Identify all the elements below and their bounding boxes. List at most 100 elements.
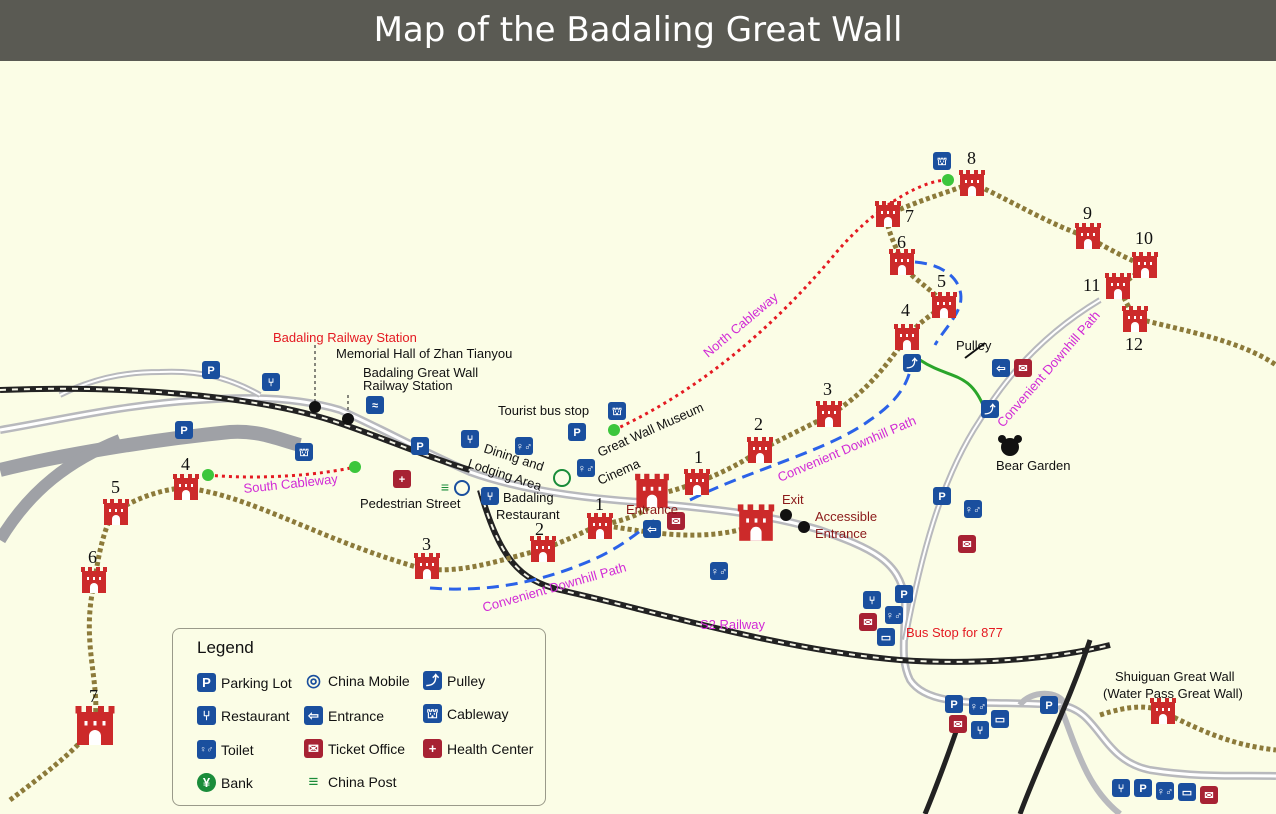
svg-text:⤴: ⤴ [907,356,919,370]
svg-text:P: P [938,491,945,503]
svg-text:(Water Pass Great Wall): (Water Pass Great Wall) [1103,686,1243,701]
svg-text:♀♂: ♀♂ [965,504,982,516]
svg-text:♀♂: ♀♂ [578,463,595,475]
svg-text:11: 11 [1083,275,1100,295]
svg-text:6: 6 [897,232,906,252]
svg-text:Bus Stop for 877: Bus Stop for 877 [906,625,1003,640]
legend-item-pulley: ⤴ Pulley [423,671,485,690]
svg-text:Exit: Exit [782,492,804,507]
map-title: Map of the Badaling Great Wall [0,0,1276,61]
svg-text:Pedestrian Street: Pedestrian Street [360,496,461,511]
svg-text:Bear Garden: Bear Garden [996,458,1070,473]
parking-icon: P [197,673,216,692]
svg-text:≡: ≡ [441,479,449,495]
legend-panel: Legend P Parking Lot ⑂ Restaurant ♀♂ Toi… [172,628,546,806]
svg-text:South Cableway: South Cableway [243,471,339,496]
svg-text:Convenient Downhill Path: Convenient Downhill Path [481,559,628,614]
legend-item-toilet: ♀♂ Toilet [197,740,254,759]
svg-text:5: 5 [111,477,120,497]
markers [202,174,986,533]
svg-text:✉: ✉ [671,516,680,528]
svg-text:P: P [207,365,214,377]
svg-text:♀♂: ♀♂ [970,701,987,713]
svg-text:✉: ✉ [863,617,872,629]
svg-text:P: P [416,441,423,453]
svg-text:Badaling: Badaling [503,490,554,505]
svg-text:✉: ✉ [1018,363,1027,375]
restaurant-icon: ⑂ [197,706,216,725]
svg-text:North Cableway: North Cableway [700,289,781,360]
legend-item-restaurant: ⑂ Restaurant [197,706,289,725]
svg-text:Accessible: Accessible [815,509,877,524]
svg-text:⇦: ⇦ [995,363,1005,375]
svg-text:Pulley: Pulley [956,338,992,353]
china-post-icon: ≡ [308,772,319,791]
svg-text:▭: ▭ [1182,787,1192,799]
svg-text:7: 7 [89,686,98,706]
svg-text:5: 5 [937,271,946,291]
svg-text:Convenient Downhill Path: Convenient Downhill Path [994,308,1103,430]
svg-text:+: + [399,474,405,486]
svg-text:⛫: ⛫ [299,447,309,459]
legend-item-bank: ¥ Bank [197,773,253,792]
svg-text:⑂: ⑂ [869,595,876,607]
legend-item-entrance: ⇦ Entrance [304,706,384,725]
china-mobile-icon: ◎ [306,671,321,690]
svg-text:1: 1 [595,494,604,514]
svg-text:Tourist bus stop: Tourist bus stop [498,403,589,418]
svg-text:6: 6 [88,547,97,567]
svg-text:Shuiguan Great Wall: Shuiguan Great Wall [1115,669,1235,684]
svg-text:⑂: ⑂ [467,434,474,446]
svg-text:⤴: ⤴ [985,402,997,416]
svg-text:S2 Railway: S2 Railway [700,617,766,632]
map-icons: P ⑂ P ⛫ ≈ P ⑂ ♀♂ P ♀♂ ⛫ ⑂ + ⇦ ✉ ♀♂ ⛫ ⤴ ⤴… [175,152,1218,804]
legend-item-china-mobile: ◎ China Mobile [304,671,410,690]
legend-title: Legend [197,638,254,657]
svg-text:⑂: ⑂ [487,491,494,503]
svg-text:≈: ≈ [372,400,378,412]
svg-text:4: 4 [181,454,190,474]
svg-text:Badaling Great Wall: Badaling Great Wall [363,365,478,380]
map-canvas: 1 2 3 4 5 6 7 1 2 3 4 5 6 7 8 9 10 11 12 [0,148,1276,814]
svg-text:Entrance: Entrance [626,502,678,517]
legend-item-china-post: ≡ China Post [304,772,397,791]
svg-text:Convenient Downhill Path: Convenient Downhill Path [775,413,918,485]
svg-text:Restaurant: Restaurant [496,507,560,522]
svg-text:1: 1 [694,447,703,467]
railways [0,385,1111,814]
svg-text:Railway Station: Railway Station [363,378,453,393]
svg-text:2: 2 [754,414,763,434]
svg-text:8: 8 [967,148,976,168]
svg-text:4: 4 [901,300,910,320]
legend-item-ticket-office: ✉ Ticket Office [304,739,405,758]
toilet-icon: ♀♂ [197,740,216,759]
svg-text:P: P [573,427,580,439]
svg-text:P: P [950,699,957,711]
svg-text:♀♂: ♀♂ [1157,786,1174,798]
svg-text:▭: ▭ [881,632,891,644]
svg-text:▭: ▭ [995,714,1005,726]
svg-text:P: P [1045,700,1052,712]
svg-text:P: P [1139,783,1146,795]
legend-item-parking: P Parking Lot [197,673,292,692]
svg-text:✉: ✉ [962,539,971,551]
svg-text:Entrance: Entrance [815,526,867,541]
ticket-office-icon: ✉ [304,739,323,758]
svg-text:⛫: ⛫ [612,406,622,418]
svg-text:♀♂: ♀♂ [516,441,533,453]
svg-text:Memorial Hall of Zhan Tianyou: Memorial Hall of Zhan Tianyou [336,346,512,361]
cableways [207,178,987,479]
legend-item-health-center: + Health Center [423,739,533,758]
svg-text:P: P [180,425,187,437]
svg-text:Cinema: Cinema [595,456,643,488]
downhill-paths [429,260,963,591]
svg-text:3: 3 [422,534,431,554]
legend-item-cableway: ⛫ Cableway [423,704,508,723]
tower-numbers: 1 2 3 4 5 6 7 1 2 3 4 5 6 7 8 9 10 11 12 [88,148,1153,706]
svg-text:⑂: ⑂ [1118,783,1125,795]
svg-text:12: 12 [1125,334,1143,354]
svg-text:⇦: ⇦ [646,524,656,536]
svg-text:9: 9 [1083,203,1092,223]
svg-text:♀♂: ♀♂ [886,610,903,622]
